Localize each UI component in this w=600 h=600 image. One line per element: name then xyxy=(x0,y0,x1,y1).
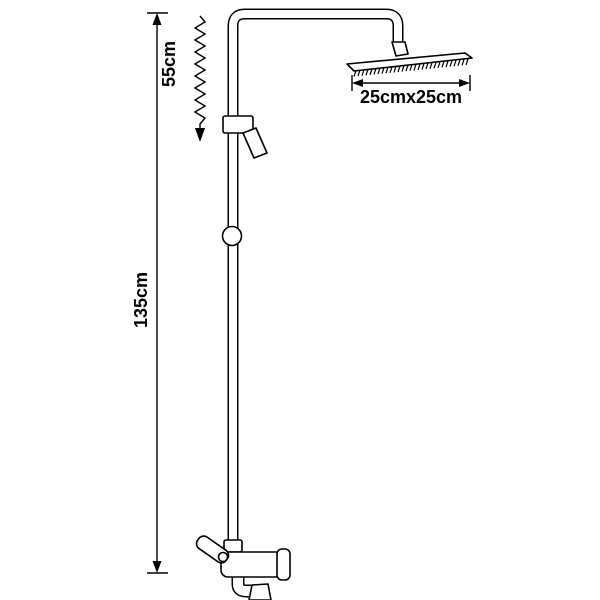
arrow-down-icon xyxy=(152,561,162,573)
shower-column-pipe xyxy=(227,8,404,574)
shower-head-connector xyxy=(391,41,409,57)
arrow-right-icon xyxy=(459,79,470,87)
diverter-knob xyxy=(221,225,243,247)
mixer-assembly xyxy=(195,535,291,600)
dimension-label-55cm: 55cm xyxy=(159,41,179,87)
adjustable-range-indicator: 55cm xyxy=(159,15,207,142)
hand-shower-handle xyxy=(242,127,268,159)
shower-head xyxy=(346,41,473,77)
holder-bracket xyxy=(222,115,254,134)
shower-head-nozzles xyxy=(353,58,469,77)
pipe-fill xyxy=(229,10,402,574)
dimension-label-25cm: 25cmx25cm xyxy=(360,87,462,107)
shower-head-plate xyxy=(346,52,473,72)
dimension-label-135cm: 135cm xyxy=(131,272,151,328)
hand-shower-holder xyxy=(222,115,268,159)
squiggle-arrow-line xyxy=(193,15,207,128)
arrow-left-icon xyxy=(352,79,363,87)
lever-pivot xyxy=(217,551,229,563)
arrow-down-icon xyxy=(195,128,205,142)
spout-pipe-fill xyxy=(233,577,256,596)
valve-body xyxy=(220,551,286,578)
dimension-25cm: 25cmx25cm xyxy=(351,75,471,107)
dimension-135cm: 135cm xyxy=(131,12,168,574)
tub-spout-mouth xyxy=(248,583,272,600)
valve-end-cap xyxy=(276,548,291,581)
arrow-up-icon xyxy=(152,13,162,25)
